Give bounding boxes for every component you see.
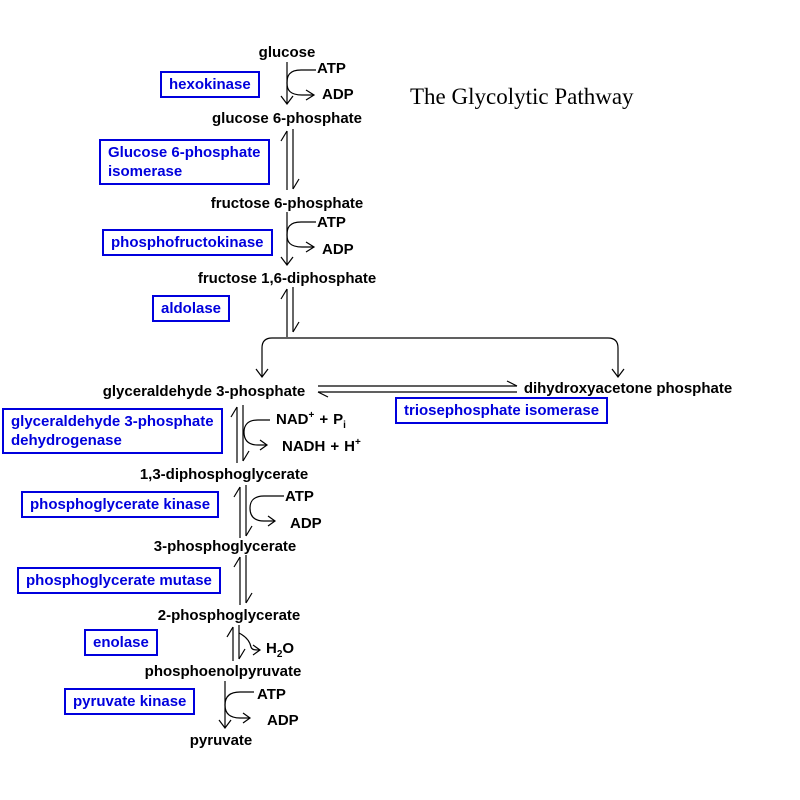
arrow-mutase-reversible [233,555,253,605]
plus-sign: + [319,411,329,428]
arrow-pgk-reversible [233,485,284,538]
enzyme-triosephosphate-isomerase: triosephosphate isomerase [395,397,609,424]
arrow-g6p-f6p-reversible [280,129,300,190]
cofactor-h2o: H2O [266,640,295,660]
metabolite-fructose-6-phosphate: fructose 6-phosphate [210,195,364,212]
cofactor-adp-pk: ADP [267,712,299,729]
enzyme-phosphoglycerate-mutase-label: phosphoglycerate mutase [26,572,212,589]
metabolite-fructose-1-6-diphosphate: fructose 1,6-diphosphate [197,270,377,287]
enzyme-aldolase-label: aldolase [161,300,222,317]
arrow-pep-to-pyruvate [218,681,254,729]
cofactor-atp-hexokinase: ATP [317,60,346,77]
cofactor-nadh-plus-h: NADH+H+ [282,437,361,456]
cofactor-atp-pgk: ATP [285,488,314,505]
pi-subscript-i: i [343,420,346,431]
enzyme-g6p-isomerase-line1: Glucose 6-phosphate [108,144,261,161]
enzyme-enolase: enolase [84,629,158,656]
enzyme-pyruvate-kinase: pyruvate kinase [64,688,196,715]
diagram-title: The Glycolytic Pathway [410,84,634,109]
arrow-gap-dhap-reversible [317,380,518,398]
metabolite-3-phosphoglycerate: 3-phosphoglycerate [153,538,297,555]
metabolite-2-phosphoglycerate: 2-phosphoglycerate [157,607,301,624]
cofactor-atp-pfk: ATP [317,214,346,231]
metabolite-dihydroxyacetone-phosphate: dihydroxyacetone phosphate [523,380,733,397]
cofactor-adp-hexokinase: ADP [322,86,354,103]
h2o-h-label: H [266,640,277,657]
enzyme-g6p-isomerase-line2: isomerase [108,163,183,180]
metabolite-pyruvate: pyruvate [189,732,253,749]
arrow-f6p-to-f16dp [280,212,316,266]
enzyme-phosphoglycerate-mutase: phosphoglycerate mutase [17,567,221,594]
branch-bracket-arrows [255,337,625,378]
arrow-enolase-reversible [226,625,262,661]
cofactor-adp-pfk: ADP [322,241,354,258]
nadh-label: NADH [282,438,326,455]
enzyme-hexokinase-label: hexokinase [169,76,251,93]
h-superscript-plus: + [354,437,361,448]
cofactor-atp-pk: ATP [257,686,286,703]
pi-label: P [333,411,344,428]
h2o-o-label: O [282,640,295,657]
enzyme-gapdh-line1: glyceraldehyde 3-phosphate [11,413,214,430]
metabolite-1-3-diphosphoglycerate: 1,3-diphosphoglycerate [139,466,309,483]
enzyme-hexokinase: hexokinase [160,71,260,98]
enzyme-aldolase: aldolase [152,295,231,322]
nad-label: NAD [276,411,309,428]
nad-superscript-plus: + [308,410,315,421]
enzyme-phosphofructokinase-label: phosphofructokinase [111,234,264,251]
h2o-subscript-2: 2 [276,649,283,660]
metabolite-glucose-6-phosphate: glucose 6-phosphate [211,110,363,127]
enzyme-pyruvate-kinase-label: pyruvate kinase [73,693,187,710]
enzyme-gapdh: glyceraldehyde 3-phosphate dehydrogenase [2,408,223,454]
metabolite-glucose: glucose [258,44,316,61]
arrow-f16dp-aldolase-reversible [280,287,300,337]
enzyme-gapdh-line2: dehydrogenase [11,432,122,449]
metabolite-phosphoenolpyruvate: phosphoenolpyruvate [144,663,302,680]
plus-sign: + [330,438,340,455]
enzyme-enolase-label: enolase [93,634,149,651]
cofactor-nad-plus-pi: NAD++Pi [276,410,346,431]
metabolite-glyceraldehyde-3-phosphate: glyceraldehyde 3-phosphate [102,383,306,400]
enzyme-triosephosphate-isomerase-label: triosephosphate isomerase [404,402,600,419]
enzyme-phosphoglycerate-kinase-label: phosphoglycerate kinase [30,496,211,513]
h-label: H [344,438,355,455]
enzyme-phosphofructokinase: phosphofructokinase [102,229,273,256]
enzyme-glucose-6-phosphate-isomerase: Glucose 6-phosphate isomerase [99,139,270,185]
arrow-glucose-to-g6p [280,62,316,105]
cofactor-adp-pgk: ADP [290,515,322,532]
enzyme-phosphoglycerate-kinase: phosphoglycerate kinase [21,491,220,518]
arrow-gapdh-reversible [230,405,270,463]
